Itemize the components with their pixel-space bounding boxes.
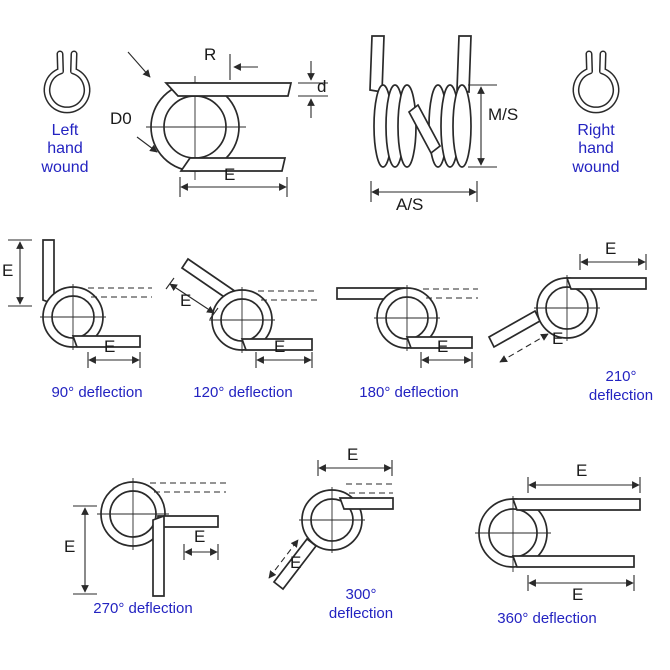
left-hand-wound-label: Left hand wound <box>41 122 89 176</box>
side-view-spring-drawing <box>369 35 497 202</box>
dim-MS-label: M/S <box>488 105 519 124</box>
dim-E-300-angled: E <box>290 553 302 572</box>
dim-E-main-label: E <box>224 165 236 184</box>
dim-AS-label: A/S <box>396 195 424 214</box>
dim-E-270-right: E <box>194 527 206 546</box>
deflection-90-label: 90° deflection <box>51 384 143 401</box>
deflection-270-label: 270° deflection <box>93 600 193 617</box>
dim-D0-label: D0 <box>110 109 132 128</box>
dim-E-360-bottom: E <box>572 585 584 604</box>
dim-E-210-angled: E <box>552 329 564 348</box>
dim-E-270-left: E <box>64 537 76 556</box>
deflection-300-label: 300° deflection <box>328 586 394 622</box>
deflection-210-label: 210° deflection <box>588 368 654 404</box>
top-leg <box>164 82 293 97</box>
front-view-spring-drawing <box>127 51 328 197</box>
deflection-360-label: 360° deflection <box>497 610 597 627</box>
dim-E-120-bottom: E <box>274 337 286 356</box>
dim-E-180-bottom: E <box>437 337 449 356</box>
dim-E-300-top: E <box>347 445 359 464</box>
right-hand-wound-symbol-icon <box>572 50 620 114</box>
dim-E-90-left: E <box>2 261 14 280</box>
deflection-300-drawing <box>268 460 394 591</box>
dim-R-label: R <box>204 45 217 64</box>
dim-E-120-angled: E <box>180 291 192 310</box>
deflection-120-drawing <box>165 257 318 368</box>
left-hand-wound-symbol-icon <box>43 50 91 114</box>
deflection-360-drawing <box>475 477 641 591</box>
deflection-120-label: 120° deflection <box>193 384 293 401</box>
bottom-leg <box>179 157 287 172</box>
dim-E-360-top: E <box>576 461 588 480</box>
deflection-180-drawing <box>336 285 478 368</box>
deflection-210-drawing <box>487 254 647 363</box>
dim-E-90-bottom: E <box>104 337 116 356</box>
dim-E-210-top: E <box>605 239 617 258</box>
right-hand-wound-label: Right hand wound <box>572 122 620 176</box>
deflection-90-drawing <box>8 239 152 368</box>
deflection-270-drawing <box>73 478 226 597</box>
dim-d-label: d <box>317 77 327 96</box>
deflection-180-label: 180° deflection <box>359 384 459 401</box>
